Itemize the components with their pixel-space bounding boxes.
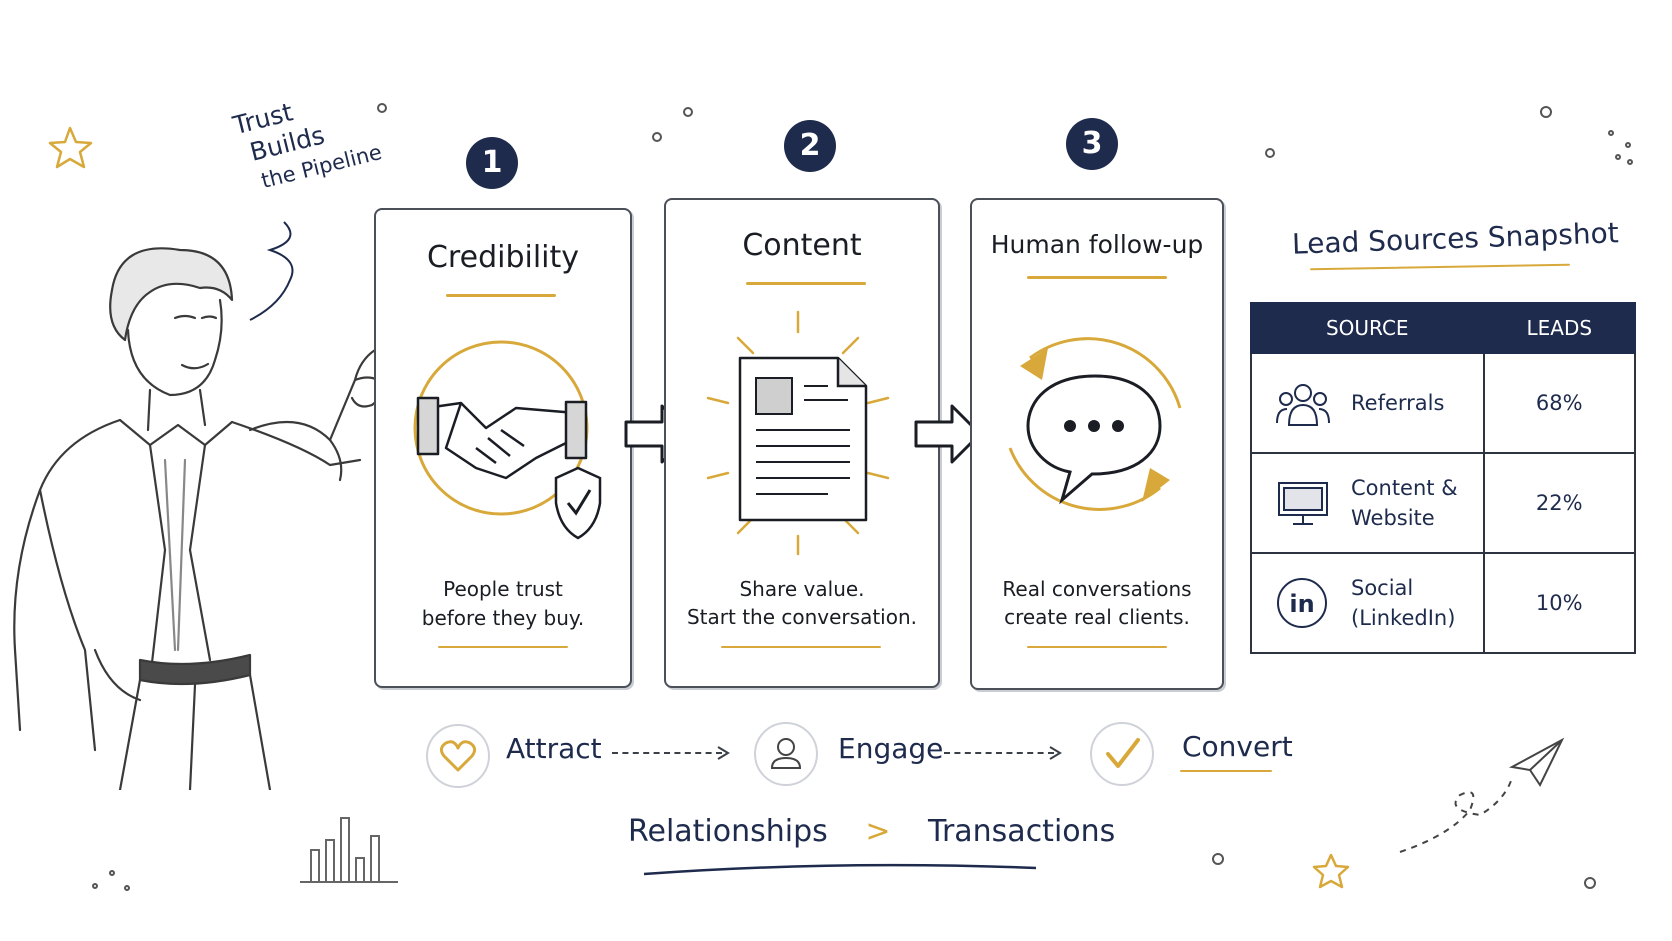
tagline-symbol: > (865, 814, 891, 849)
card-content: Content Share value. Start the conversat… (664, 198, 940, 688)
title-underline (1027, 276, 1167, 279)
arrow-head-icon (1049, 746, 1062, 760)
card-sub-2: create real clients. (1004, 605, 1190, 629)
tagline: Relationships > Transactions (628, 814, 1115, 849)
chat-bubble-cycle-icon (1008, 337, 1182, 511)
svg-text:in: in (1289, 590, 1314, 618)
arrow-head-icon (717, 746, 730, 760)
handshake-shield-icon (413, 340, 602, 540)
tagline-left: Relationships (628, 814, 828, 849)
annotation-pointer-line (249, 221, 294, 321)
tagline-underline (643, 863, 1037, 876)
tagline-right: Transactions (928, 814, 1116, 849)
column-header-source: SOURCE (1250, 302, 1485, 354)
title-underline (746, 282, 866, 285)
step-1-badge: 1 (466, 137, 518, 189)
funnel-connector (944, 752, 1054, 754)
card-title: Content (742, 228, 862, 263)
leads-value: 22% (1482, 452, 1637, 554)
source-label-line-2: Website (1351, 506, 1435, 530)
leads-value: 10% (1482, 552, 1637, 654)
checkmark-icon (1090, 722, 1154, 786)
monitor-icon (1278, 482, 1328, 525)
source-label: Referrals (1351, 391, 1445, 415)
arrow-right-icon (914, 404, 982, 464)
funnel-engage: Engage (838, 732, 944, 765)
table-row: Content & Website 22% (1250, 452, 1637, 554)
step-2-badge: 2 (784, 120, 836, 172)
leads-value: 68% (1482, 352, 1637, 454)
linkedin-icon: in (1277, 578, 1327, 628)
card-sub-1: People trust (443, 577, 563, 601)
star-icon (48, 126, 93, 169)
funnel-convert: Convert (1182, 730, 1293, 763)
funnel-attract: Attract (506, 732, 602, 765)
people-icon (1276, 384, 1330, 426)
sub-underline (438, 646, 568, 648)
table-row: Referrals 68% (1250, 352, 1637, 454)
funnel-connector (612, 752, 722, 754)
card-sub-2: Start the conversation. (686, 605, 917, 629)
person-icon (754, 722, 818, 786)
heart-icon (426, 724, 490, 788)
convert-underline (1180, 770, 1272, 772)
paper-plane-icon (1399, 737, 1565, 853)
source-label: Content & (1351, 476, 1458, 500)
sub-underline (1027, 646, 1167, 648)
card-human-follow-up: Human follow-up Real conversations creat… (970, 198, 1224, 690)
document-icon (706, 310, 890, 556)
card-title: Credibility (426, 240, 580, 275)
card-credibility: Credibility People trust before they buy… (374, 208, 632, 688)
star-icon (1312, 853, 1350, 889)
card-sub-2: before they buy. (421, 606, 585, 630)
title-underline (446, 294, 556, 297)
source-label-line-2: (LinkedIn) (1351, 606, 1456, 630)
card-title: Human follow-up (990, 230, 1204, 259)
table-row: in Social (LinkedIn) 10% (1250, 552, 1637, 654)
sub-underline (721, 646, 881, 648)
presenter-illustration (13, 247, 394, 790)
step-3-badge: 3 (1066, 118, 1118, 170)
card-sub-1: Real conversations (1002, 577, 1192, 601)
lead-sources-table: SOURCE LEADS Referrals 68% Content (1250, 302, 1637, 654)
bar-chart-doodle-icon (300, 817, 398, 883)
column-header-leads: LEADS (1482, 302, 1637, 354)
source-label: Social (1351, 576, 1414, 600)
card-sub-1: Share value. (739, 577, 865, 601)
